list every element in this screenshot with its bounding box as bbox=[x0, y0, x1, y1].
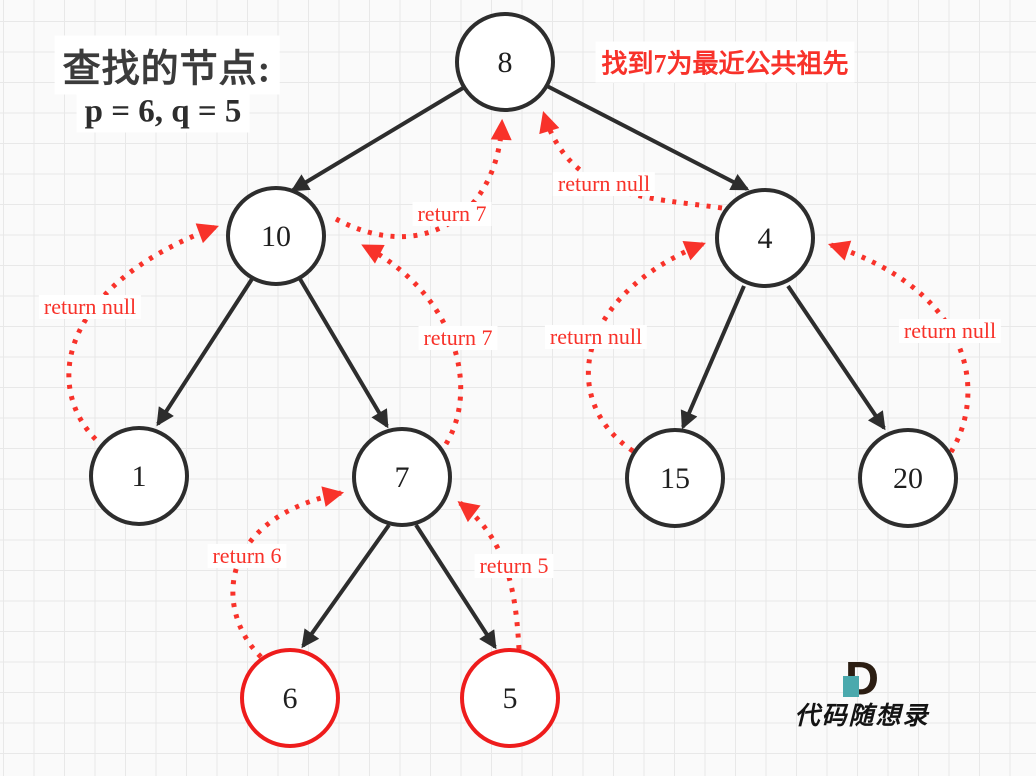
return-flow-label: return null bbox=[38, 295, 142, 319]
return-arrow-1-to-10 bbox=[66, 223, 219, 449]
node-value-15: 15 bbox=[660, 462, 690, 495]
title-p-q-values: p = 6, q = 5 bbox=[76, 91, 250, 133]
watermark-text: 代码随想录 bbox=[794, 703, 930, 730]
edge-10-1 bbox=[156, 277, 254, 427]
node-value-20: 20 bbox=[893, 462, 923, 495]
node-circle-8 bbox=[455, 12, 555, 112]
node-value-7: 7 bbox=[394, 461, 410, 494]
return-flow-label: return 6 bbox=[207, 544, 287, 568]
node-value-4: 4 bbox=[757, 222, 773, 255]
return-arrow-10-to-8 bbox=[334, 118, 512, 240]
title-search-nodes: 查找的节点: bbox=[54, 35, 280, 95]
return-arrow-15-to-4 bbox=[586, 240, 706, 454]
edge-8-4 bbox=[546, 84, 750, 191]
edge-4-20 bbox=[786, 284, 886, 431]
return-flow-label: return 7 bbox=[418, 326, 498, 350]
edge-10-7 bbox=[298, 277, 389, 429]
annotation-lca-found: 找到7为最近公共祖先 bbox=[595, 41, 855, 83]
node-circle-5 bbox=[460, 648, 560, 748]
edge-7-6 bbox=[301, 523, 391, 649]
return-flow-label: return 5 bbox=[474, 554, 554, 578]
return-flow-label: return 7 bbox=[412, 202, 492, 226]
node-value-1: 1 bbox=[131, 460, 147, 493]
node-circle-7 bbox=[352, 427, 452, 527]
edge-8-10 bbox=[290, 86, 465, 192]
return-arrow-6-to-7 bbox=[230, 486, 345, 659]
node-value-10: 10 bbox=[261, 220, 291, 253]
node-value-5: 5 bbox=[502, 682, 518, 715]
node-circle-15 bbox=[625, 428, 725, 528]
return-flow-label: return null bbox=[544, 325, 648, 349]
edge-7-5 bbox=[414, 523, 497, 650]
return-arrow-4-to-8 bbox=[539, 110, 723, 211]
node-value-8: 8 bbox=[497, 46, 513, 79]
node-circle-4 bbox=[715, 188, 815, 288]
node-circle-6 bbox=[240, 648, 340, 748]
watermark-logo-teal-accent bbox=[843, 676, 859, 697]
return-arrow-20-to-4 bbox=[828, 240, 971, 454]
node-circle-20 bbox=[858, 428, 958, 528]
node-value-6: 6 bbox=[282, 682, 298, 715]
return-arrow-5-to-7 bbox=[457, 501, 522, 650]
edge-4-15 bbox=[680, 285, 746, 430]
node-circle-1 bbox=[89, 426, 189, 526]
node-circle-10 bbox=[226, 186, 326, 286]
return-flow-label: return null bbox=[552, 172, 656, 196]
return-flow-label: return null bbox=[898, 319, 1002, 343]
